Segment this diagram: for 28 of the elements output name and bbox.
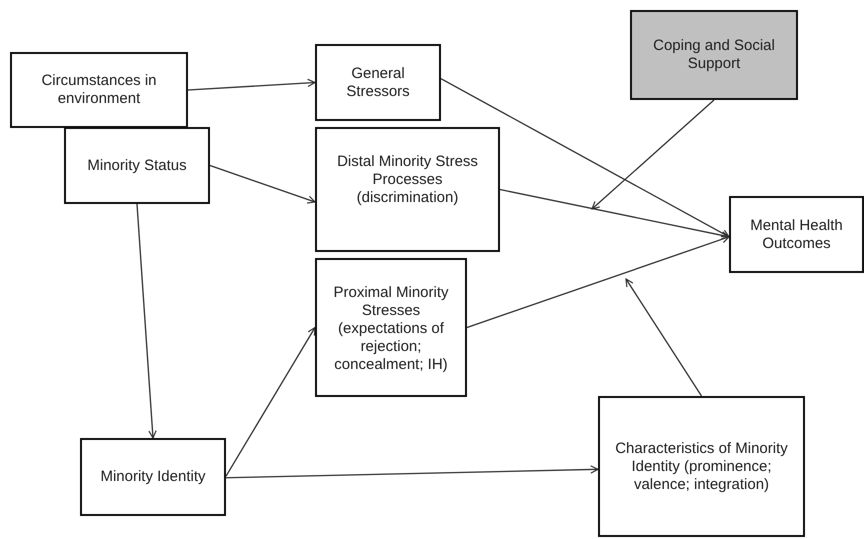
box-label: Minority Status	[87, 156, 187, 174]
process-box	[315, 258, 467, 397]
process-box	[315, 127, 500, 252]
box-label: Mental Health Outcomes	[749, 216, 844, 252]
box-label: Circumstances in environment	[40, 72, 158, 108]
box-label: Coping and Social Support	[652, 37, 776, 73]
box-label: Proximal Minority Stresses (expectations of rejection; concealment; IH)	[332, 284, 450, 374]
arrow	[210, 164, 316, 204]
box-label: Distal Minority Stress Processes (discrimination)	[336, 152, 479, 206]
process-box	[10, 52, 188, 128]
arrow	[500, 188, 730, 240]
arrow	[625, 278, 702, 396]
arrow	[440, 78, 730, 238]
process-box	[729, 196, 864, 273]
arrow	[226, 465, 599, 478]
arrow	[591, 100, 714, 210]
moderator-box	[630, 10, 798, 100]
arrow	[225, 326, 316, 477]
arrow	[136, 204, 157, 439]
process-box	[80, 438, 226, 516]
process-box	[64, 127, 210, 204]
box-label: Characteristics of Minority Identity (prominence; valence; integration)	[614, 440, 789, 494]
arrow	[466, 235, 730, 328]
process-box	[315, 44, 441, 121]
box-label: General Stressors	[345, 64, 411, 100]
box-label: Minority Identity	[100, 468, 206, 486]
process-box	[598, 396, 805, 537]
arrow	[188, 78, 316, 91]
